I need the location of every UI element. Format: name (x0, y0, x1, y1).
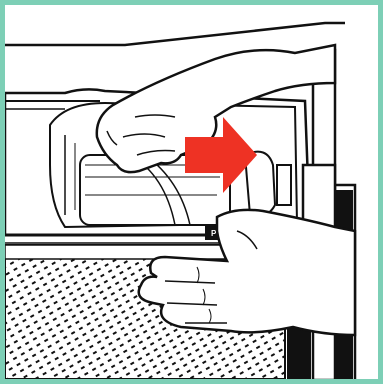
filter-removal-illustration: PUSH (5, 5, 378, 379)
